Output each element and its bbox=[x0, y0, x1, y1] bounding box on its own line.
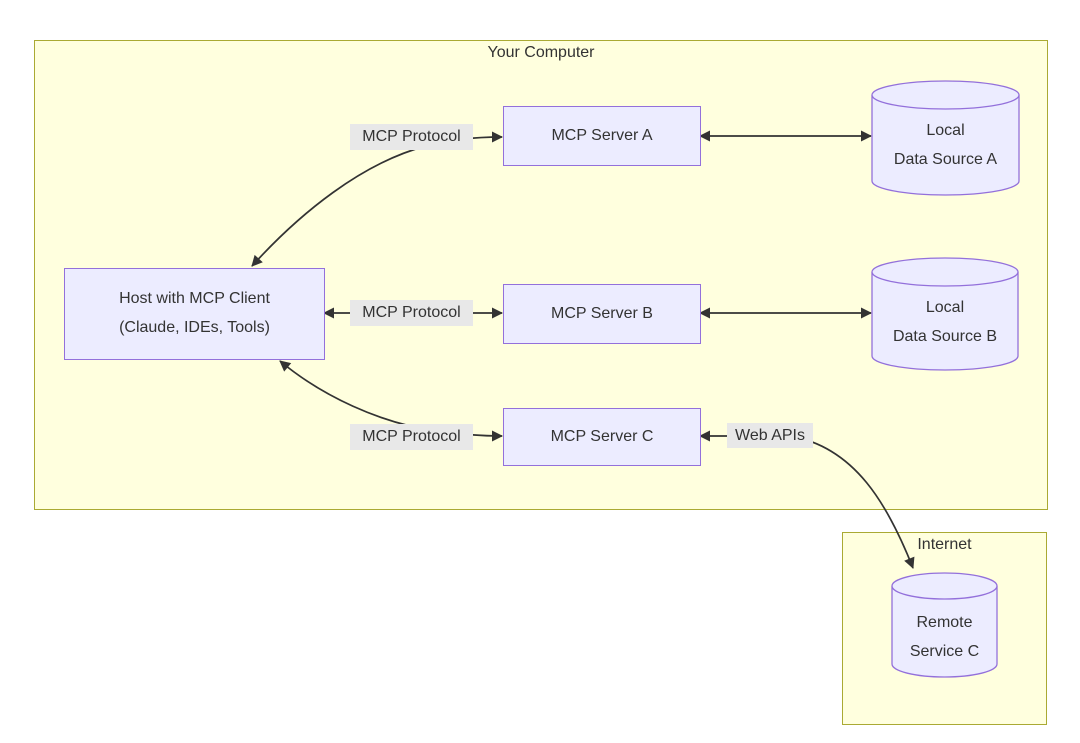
host-node-label-line1: Host with MCP Client bbox=[119, 290, 270, 308]
mcp-server-a-label: MCP Server A bbox=[551, 126, 653, 144]
remote-service-c-cylinder bbox=[891, 572, 998, 678]
mcp-server-c-label: MCP Server C bbox=[550, 427, 654, 445]
remote-service-c-label: Remote Service C bbox=[892, 602, 997, 674]
data-source-a-cylinder bbox=[871, 80, 1020, 196]
host-node-label-line2: (Claude, IDEs, Tools) bbox=[119, 319, 270, 336]
edge-server-c-remote bbox=[699, 430, 915, 569]
edge-label-mcp-protocol-a: MCP Protocol bbox=[350, 124, 473, 150]
internet-title: Internet bbox=[917, 536, 972, 553]
mcp-server-b-node: MCP Server B bbox=[503, 284, 701, 344]
edge-label-mcp-protocol-c: MCP Protocol bbox=[350, 424, 473, 450]
data-source-a-label-line2: Data Source A bbox=[893, 150, 998, 168]
data-source-a-label: Local Data Source A bbox=[872, 103, 1019, 188]
edge-host-server-a bbox=[251, 131, 503, 267]
mcp-server-a-node: MCP Server A bbox=[503, 106, 701, 166]
host-node: Host with MCP Client (Claude, IDEs, Tool… bbox=[64, 268, 325, 360]
remote-service-c-label-line1: Remote bbox=[916, 614, 973, 632]
data-source-b-label: Local Data Source B bbox=[872, 280, 1018, 365]
edge-label-web-apis: Web APIs bbox=[727, 423, 813, 448]
edge-label-mcp-protocol-b: MCP Protocol bbox=[350, 300, 473, 326]
data-source-b-label-line2: Data Source B bbox=[892, 327, 998, 345]
data-source-b-cylinder bbox=[871, 257, 1019, 371]
mcp-server-b-label: MCP Server B bbox=[551, 304, 653, 322]
your-computer-title: Your Computer bbox=[487, 44, 595, 61]
remote-service-c-label-line2: Service C bbox=[909, 643, 980, 660]
mcp-server-c-node: MCP Server C bbox=[503, 408, 701, 466]
data-source-a-label-line1: Local bbox=[926, 121, 965, 139]
data-source-b-label-line1: Local bbox=[925, 298, 965, 316]
